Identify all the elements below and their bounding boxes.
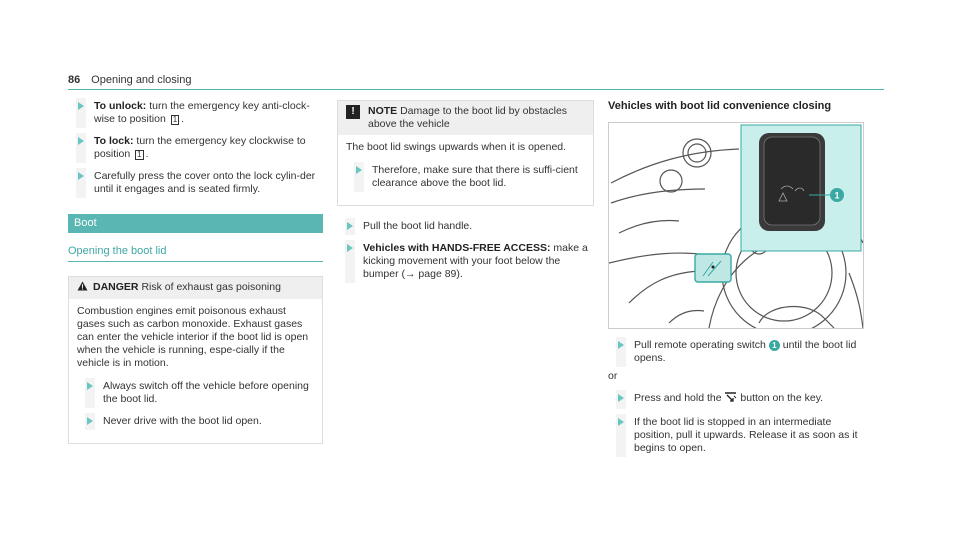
- step-arrow-icon: [78, 102, 84, 110]
- step-cover: Carefully press the cover onto the lock …: [68, 168, 323, 198]
- step-arrow-icon: [618, 394, 624, 402]
- page-header: 86 Opening and closing: [68, 74, 884, 90]
- danger-heading: Risk of exhaust gas poisoning: [141, 281, 281, 293]
- dashboard-line-drawing: 1: [608, 124, 864, 336]
- warning-triangle-icon: [77, 281, 93, 295]
- note-box: ! NOTE Damage to the boot lid by obstacl…: [337, 100, 594, 206]
- boot-switch-illustration: 1: [608, 122, 864, 336]
- step-press-key: Press and hold the button on the key.: [608, 390, 864, 409]
- step-arrow-icon: [356, 166, 362, 174]
- step-arrow-icon: [87, 382, 93, 390]
- position-key-icon: 1: [135, 150, 144, 160]
- page-title: Opening and closing: [91, 74, 192, 86]
- note-heading: Damage to the boot lid by obstacles abov…: [368, 105, 568, 130]
- danger-box: DANGER Risk of exhaust gas poisoning Com…: [68, 276, 323, 444]
- step-unlock: To unlock: turn the emergency key anti-c…: [68, 98, 323, 128]
- step-arrow-icon: [347, 222, 353, 230]
- danger-step: Never drive with the boot lid open.: [77, 413, 314, 430]
- step-hands-free: Vehicles with HANDS-FREE ACCESS: make a …: [337, 240, 594, 283]
- danger-step: Always switch off the vehicle before ope…: [77, 378, 314, 408]
- step-intermediate: If the boot lid is stopped in an interme…: [608, 414, 864, 457]
- or-separator: or: [608, 370, 618, 382]
- note-step: Therefore, make sure that there is suffi…: [346, 162, 585, 192]
- section-title-boot: Boot: [68, 214, 323, 233]
- note-body: The boot lid swings upwards when it is o…: [346, 141, 567, 153]
- callout-1-icon: 1: [768, 340, 780, 351]
- column-2: ! NOTE Damage to the boot lid by obstacl…: [337, 100, 594, 290]
- callout-number: 1: [834, 191, 839, 201]
- page-number: 86: [68, 74, 81, 86]
- step-arrow-icon: [87, 417, 93, 425]
- step-arrow-icon: [78, 172, 84, 180]
- step-arrow-icon: [347, 244, 353, 252]
- note-label: NOTE: [368, 105, 398, 117]
- step-arrow-icon: [78, 137, 84, 145]
- boot-lid-key-icon: [724, 392, 737, 407]
- step-arrow-icon: [618, 341, 624, 349]
- column-1: To unlock: turn the emergency key anti-c…: [68, 98, 323, 444]
- step-pull-handle: Pull the boot lid handle.: [337, 218, 594, 235]
- step-arrow-icon: [618, 418, 624, 426]
- position-key-icon: 1: [170, 115, 180, 125]
- subsection-title: Opening the boot lid: [68, 245, 323, 262]
- danger-label: DANGER: [93, 281, 139, 293]
- page-ref-arrow-icon: →: [405, 268, 416, 280]
- column-3: Vehicles with boot lid convenience closi…: [608, 100, 864, 464]
- danger-body: Combustion engines emit poisonous exhaus…: [77, 305, 309, 369]
- callout-1-icon: [830, 188, 844, 202]
- figure-title: Vehicles with boot lid convenience closi…: [608, 100, 832, 112]
- note-exclamation-icon: !: [346, 105, 360, 119]
- step-lock: To lock: turn the emergency key clockwis…: [68, 133, 323, 163]
- step-pull-switch: Pull remote operating switch 1 until the…: [608, 337, 864, 367]
